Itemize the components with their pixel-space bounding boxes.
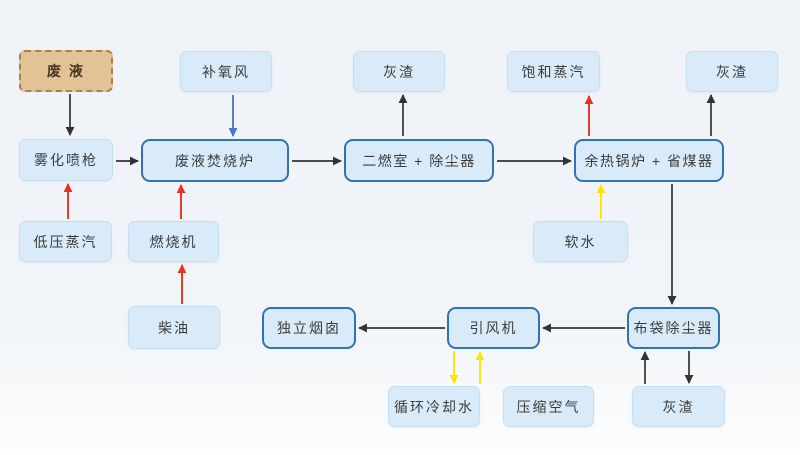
- node-incinerator: 废液焚烧炉: [141, 139, 289, 182]
- node-label-incinerator: 废液焚烧炉: [175, 152, 255, 169]
- node-lp-steam: 低压蒸汽: [19, 221, 112, 262]
- node-draft-fan: 引风机: [447, 307, 540, 349]
- node-label-draft-fan: 引风机: [469, 320, 518, 336]
- node-label-saturated-steam: 饱和蒸汽: [521, 63, 586, 80]
- node-burner: 燃烧机: [128, 221, 219, 262]
- node-secondary-chamber: 二燃室 + 除尘器: [344, 139, 494, 182]
- node-label-bag-filter: 布袋除尘器: [633, 320, 714, 336]
- node-ash-3: 灰渣: [632, 386, 725, 427]
- node-label-soft-water: 软水: [564, 233, 597, 250]
- node-soft-water: 软水: [533, 221, 628, 262]
- node-waste-liquid: 废 液: [19, 50, 113, 92]
- node-bag-filter: 布袋除尘器: [627, 307, 720, 349]
- node-label-secondary-chamber: 二燃室 + 除尘器: [362, 152, 476, 169]
- node-label-chimney: 独立烟囱: [277, 320, 341, 336]
- node-label-cooling-water: 循环冷却水: [394, 398, 474, 415]
- node-label-ash-2: 灰渣: [716, 63, 748, 80]
- node-ash-1: 灰渣: [353, 51, 445, 92]
- node-label-atomizing-gun: 雾化喷枪: [34, 152, 98, 168]
- node-waste-heat-boiler: 余热锅炉 + 省煤器: [574, 139, 724, 182]
- node-label-lp-steam: 低压蒸汽: [33, 233, 98, 250]
- node-diesel: 柴油: [128, 306, 220, 349]
- node-compressed-air: 压缩空气: [503, 386, 594, 427]
- node-label-waste-heat-boiler: 余热锅炉 + 省煤器: [584, 152, 714, 169]
- node-saturated-steam: 饱和蒸汽: [507, 51, 600, 92]
- node-label-diesel: 柴油: [158, 319, 190, 336]
- node-atomizing-gun: 雾化喷枪: [19, 139, 113, 181]
- node-ash-2: 灰渣: [686, 51, 778, 92]
- node-cooling-water: 循环冷却水: [388, 386, 480, 427]
- node-label-burner: 燃烧机: [149, 233, 198, 250]
- node-label-ash-3: 灰渣: [662, 398, 695, 415]
- node-label-waste-liquid: 废 液: [47, 63, 85, 79]
- node-label-ash-1: 灰渣: [383, 63, 415, 80]
- node-label-oxygen-air: 补氧风: [202, 63, 250, 80]
- node-oxygen-air: 补氧风: [180, 51, 272, 92]
- node-label-compressed-air: 压缩空气: [516, 398, 581, 415]
- node-chimney: 独立烟囱: [262, 307, 356, 349]
